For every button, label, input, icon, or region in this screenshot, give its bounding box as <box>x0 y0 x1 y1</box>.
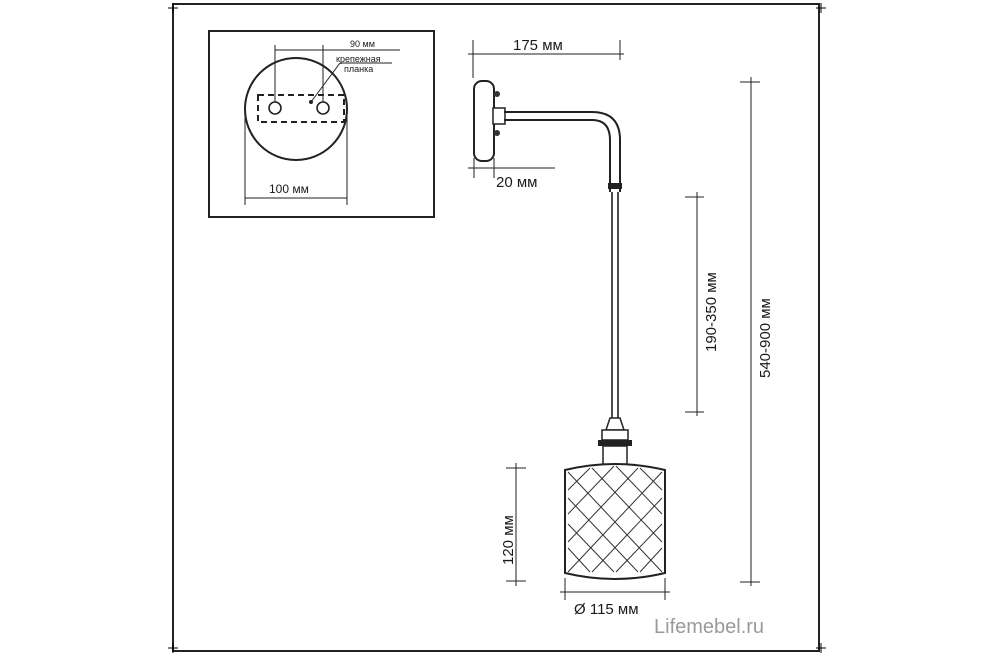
arm-outer <box>504 111 621 192</box>
drawing-frame <box>172 3 820 652</box>
screw-bottom <box>494 130 500 136</box>
dim-175-label: 175 мм <box>513 37 563 54</box>
dim-190-350-label: 190-350 мм <box>703 272 720 352</box>
socket-ring <box>601 429 629 441</box>
dim-115-label: Ø 115 мм <box>574 601 639 618</box>
arm-mount <box>492 107 506 125</box>
arm-collar <box>608 183 622 189</box>
socket-cap <box>604 417 626 431</box>
mounting-bar <box>257 94 345 123</box>
dim-120-label: 120 мм <box>500 515 517 565</box>
corner-marks <box>168 3 826 653</box>
dim-100-label: 100 мм <box>269 182 309 196</box>
screw-top <box>494 91 500 97</box>
note-line2: планка <box>344 64 373 74</box>
dim-90-label: 90 мм <box>350 39 375 49</box>
note-line1: крепежная <box>336 54 381 64</box>
dim-20-label: 20 мм <box>496 174 537 191</box>
shade-lattice <box>567 465 663 573</box>
dim-540-900-label: 540-900 мм <box>757 298 774 378</box>
wall-plate <box>473 80 495 162</box>
inset-box <box>208 30 435 218</box>
arm-inner <box>504 119 611 192</box>
watermark: Lifemebel.ru <box>654 616 765 638</box>
leader-line <box>310 62 341 103</box>
socket-band <box>598 440 632 446</box>
